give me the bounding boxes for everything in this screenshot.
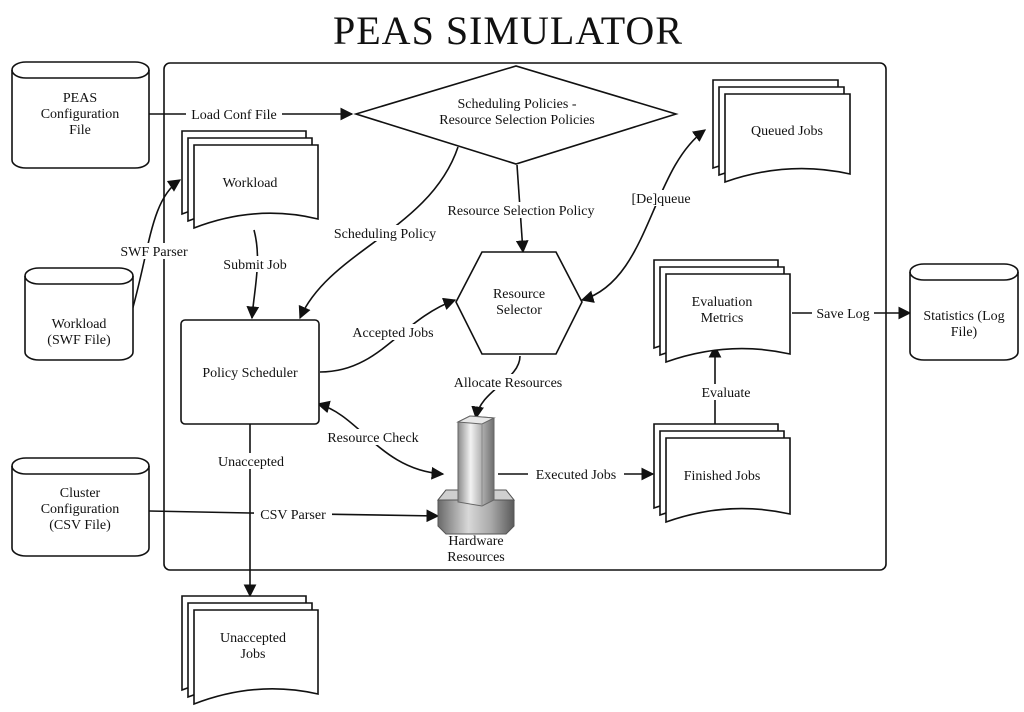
node-policies: Scheduling Policies - Resource Selection… bbox=[353, 65, 679, 165]
svg-text:Hardware: Hardware bbox=[448, 534, 503, 549]
label-save-log: Save Log bbox=[816, 307, 869, 322]
svg-text:PEAS: PEAS bbox=[63, 91, 97, 106]
label-csv-parser: CSV Parser bbox=[260, 508, 326, 523]
server-tower-icon bbox=[436, 415, 516, 535]
svg-text:Evaluation: Evaluation bbox=[692, 295, 753, 310]
svg-text:Workload: Workload bbox=[52, 317, 107, 332]
workload-doc-label: Workload bbox=[223, 176, 278, 191]
workload-swf-line2: (SWF File) bbox=[47, 333, 111, 348]
svg-text:Resource Selection Policies: Resource Selection Policies bbox=[439, 113, 595, 128]
policies-line2: Resource Selection Policies bbox=[439, 113, 595, 128]
finished-jobs-label: Finished Jobs bbox=[684, 469, 761, 484]
peas-config-line2: Configuration bbox=[41, 107, 120, 122]
svg-text:File: File bbox=[69, 123, 91, 138]
node-workload-swf: Workload (SWF File) bbox=[24, 267, 134, 361]
label-evaluate: Evaluate bbox=[702, 386, 751, 401]
svg-text:Jobs: Jobs bbox=[241, 647, 266, 662]
unaccepted-jobs-line2: Jobs bbox=[241, 647, 266, 662]
svg-text:Unaccepted: Unaccepted bbox=[220, 631, 286, 646]
edge-dequeue bbox=[580, 129, 707, 303]
simulator-boundary bbox=[163, 62, 887, 571]
svg-text:File): File) bbox=[951, 325, 978, 340]
diagram-title: PEAS SIMULATOR bbox=[333, 8, 683, 53]
hardware-line2: Resources bbox=[447, 550, 505, 565]
evaluation-metrics-line2: Metrics bbox=[701, 311, 744, 326]
label-allocate-resources: Allocate Resources bbox=[454, 376, 562, 391]
node-evaluation-metrics: Evaluation Metrics bbox=[653, 259, 791, 364]
policies-line1: Scheduling Policies - bbox=[458, 97, 577, 112]
node-queued-jobs: Queued Jobs bbox=[712, 79, 851, 184]
cluster-config-line2: Configuration bbox=[41, 502, 120, 517]
svg-text:Cluster: Cluster bbox=[60, 486, 101, 501]
node-finished-jobs: Finished Jobs bbox=[653, 423, 791, 524]
edge-labels: Load Conf File SWF Parser Submit Job Sch… bbox=[116, 106, 874, 523]
label-resource-selection-policy: Resource Selection Policy bbox=[448, 204, 595, 219]
svg-text:Resource: Resource bbox=[493, 287, 545, 302]
policy-scheduler-label: Policy Scheduler bbox=[202, 366, 298, 381]
statistics-line2: File) bbox=[951, 325, 978, 340]
resource-selector-line1: Resource bbox=[493, 287, 545, 302]
peas-config-line3: File bbox=[69, 123, 91, 138]
svg-text:(SWF File): (SWF File) bbox=[47, 333, 111, 348]
peas-config-line1: PEAS bbox=[63, 91, 97, 106]
svg-text:Configuration: Configuration bbox=[41, 107, 120, 122]
svg-text:Resources: Resources bbox=[447, 550, 505, 565]
unaccepted-jobs-line1: Unaccepted bbox=[220, 631, 286, 646]
resource-selector-line2: Selector bbox=[496, 303, 542, 318]
svg-text:Selector: Selector bbox=[496, 303, 542, 318]
statistics-line1: Statistics (Log bbox=[923, 309, 1004, 324]
edge-swf-parser bbox=[129, 179, 182, 319]
edge-csv-parser bbox=[148, 509, 440, 523]
node-policy-scheduler: Policy Scheduler bbox=[180, 319, 320, 425]
node-cluster-config: Cluster Configuration (CSV File) bbox=[11, 457, 150, 557]
node-peas-config: PEAS Configuration File bbox=[11, 61, 150, 169]
label-unaccepted: Unaccepted bbox=[218, 455, 284, 470]
label-resource-check: Resource Check bbox=[327, 431, 418, 446]
node-resource-selector: Resource Selector bbox=[455, 251, 583, 355]
svg-text:Scheduling Policies -: Scheduling Policies - bbox=[458, 97, 577, 112]
node-hardware: Hardware Resources bbox=[436, 415, 516, 565]
evaluation-metrics-line1: Evaluation bbox=[692, 295, 753, 310]
workload-swf-line1: Workload bbox=[52, 317, 107, 332]
cluster-config-line3: (CSV File) bbox=[49, 518, 111, 533]
edge-accepted-jobs bbox=[319, 297, 457, 373]
label-load-conf: Load Conf File bbox=[191, 108, 277, 123]
node-workload-doc: Workload bbox=[181, 130, 319, 230]
svg-text:Metrics: Metrics bbox=[701, 311, 744, 326]
node-unaccepted-jobs: Unaccepted Jobs bbox=[181, 595, 319, 706]
label-swf-parser: SWF Parser bbox=[120, 245, 188, 260]
edge-submit-job bbox=[246, 229, 260, 320]
svg-text:Configuration: Configuration bbox=[41, 502, 120, 517]
svg-text:Statistics (Log: Statistics (Log bbox=[923, 309, 1004, 324]
node-statistics: Statistics (Log File) bbox=[909, 263, 1019, 361]
label-scheduling-policy: Scheduling Policy bbox=[334, 227, 436, 242]
cluster-config-line1: Cluster bbox=[60, 486, 101, 501]
hardware-line1: Hardware bbox=[448, 534, 503, 549]
label-accepted-jobs: Accepted Jobs bbox=[352, 326, 433, 341]
svg-text:(CSV File): (CSV File) bbox=[49, 518, 111, 533]
label-submit-job: Submit Job bbox=[223, 258, 286, 273]
queued-jobs-label: Queued Jobs bbox=[751, 124, 823, 139]
label-dequeue: [De]queue bbox=[631, 192, 690, 207]
label-executed-jobs: Executed Jobs bbox=[536, 468, 616, 483]
